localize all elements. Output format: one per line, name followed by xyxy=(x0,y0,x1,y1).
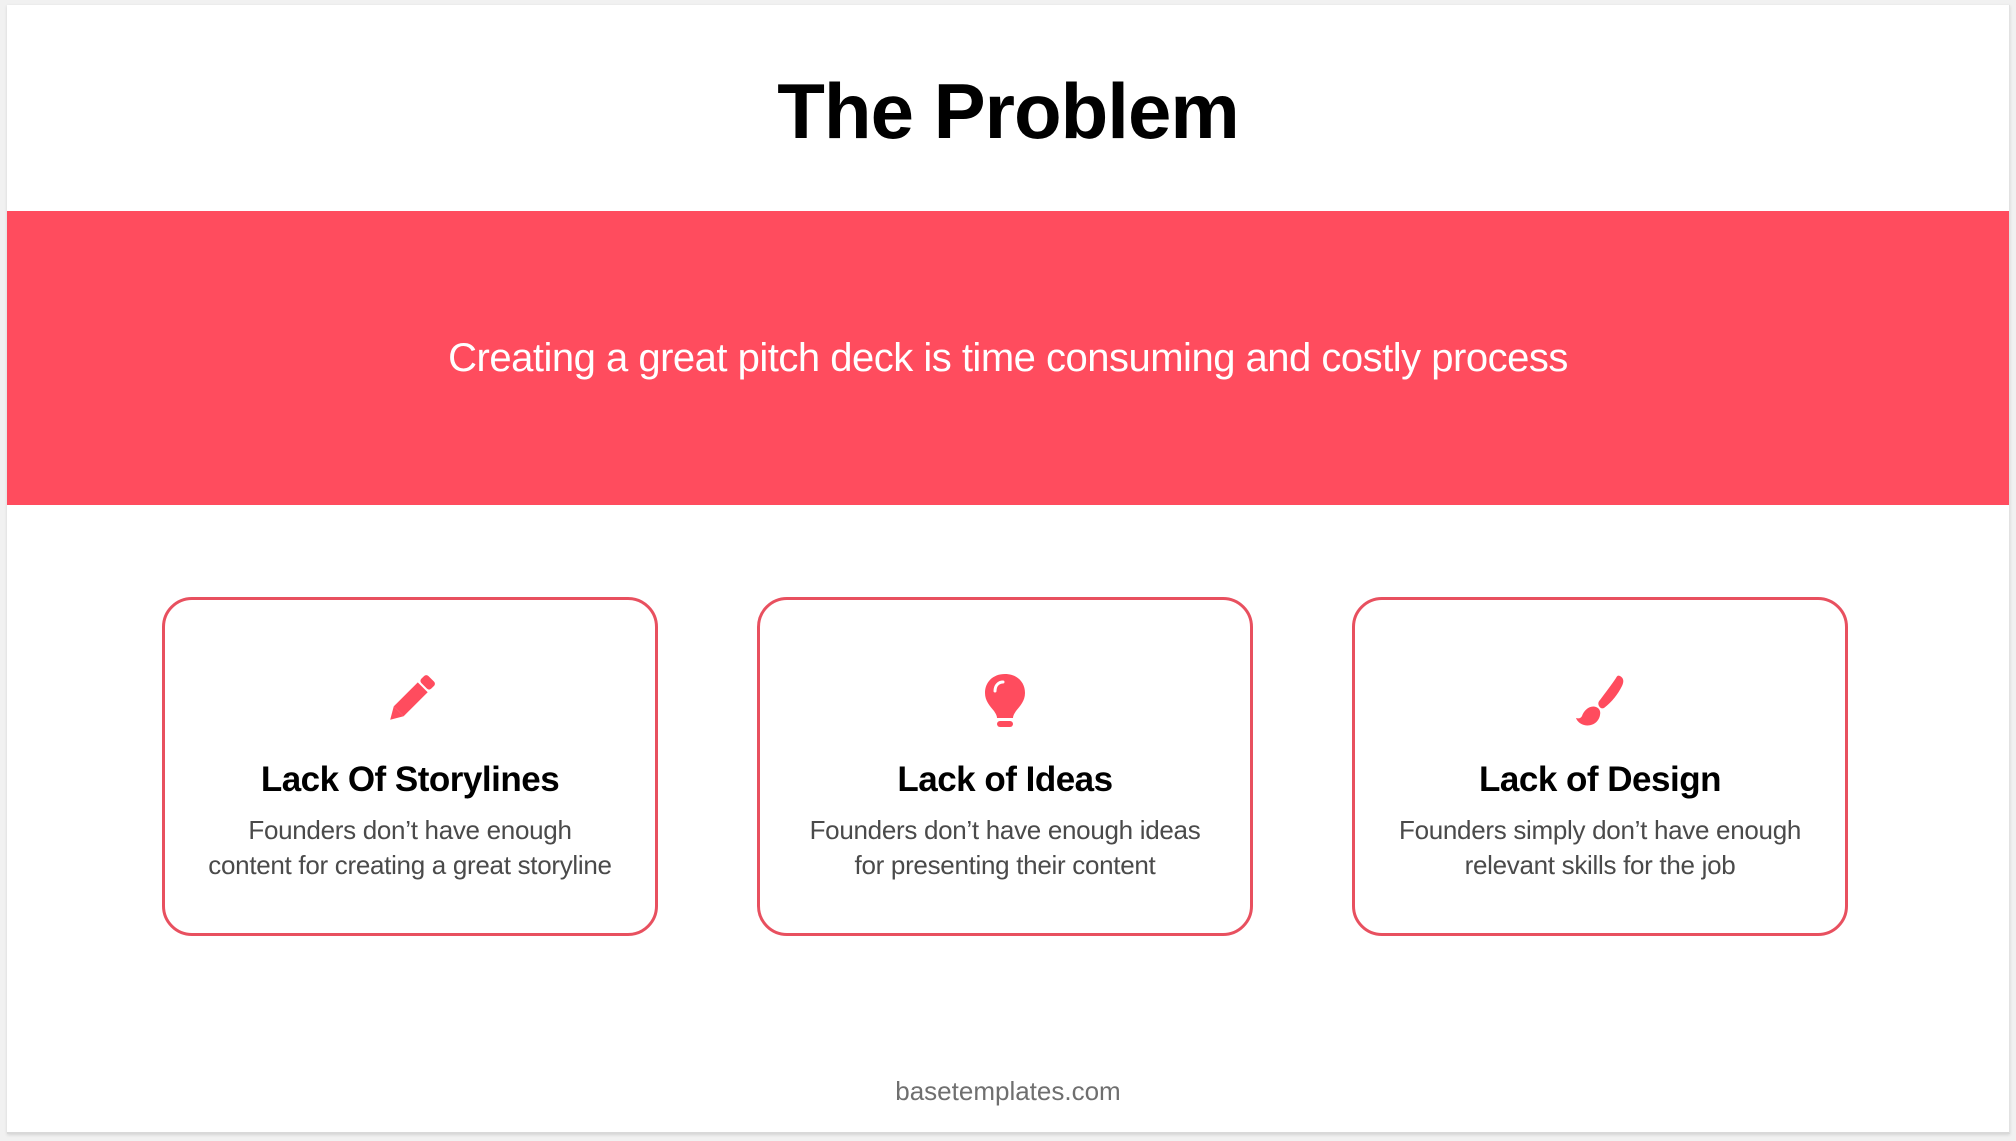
card-description: Founders simply don’t have enough releva… xyxy=(1375,813,1825,883)
footer-website: basetemplates.com xyxy=(895,1076,1121,1106)
card-lack-of-design: Lack of Design Founders simply don’t hav… xyxy=(1352,597,1848,936)
card-description: Founders don’t have enough content for c… xyxy=(185,813,635,883)
card-description-line: content for creating a great storyline xyxy=(208,850,612,880)
card-description-line: Founders simply don’t have enough xyxy=(1398,815,1802,845)
paintbrush-icon xyxy=(1570,670,1630,730)
card-title: Lack Of Storylines xyxy=(260,760,560,799)
card-description-line: Founders don’t have enough xyxy=(248,815,572,845)
banner-text: Creating a great pitch deck is time cons… xyxy=(448,336,1568,380)
card-description-line: Founders don’t have enough ideas xyxy=(809,815,1201,845)
pencil-icon xyxy=(380,670,440,730)
lightbulb-icon xyxy=(975,670,1035,730)
card-description-line: relevant skills for the job xyxy=(1464,850,1736,880)
card-title: Lack of Ideas xyxy=(897,760,1113,799)
card-description-line: for presenting their content xyxy=(854,850,1156,880)
card-description: Founders don’t have enough ideas for pre… xyxy=(780,813,1230,883)
banner: Creating a great pitch deck is time cons… xyxy=(7,211,2009,505)
card-lack-of-storylines: Lack Of Storylines Founders don’t have e… xyxy=(162,597,658,936)
card-title: Lack of Design xyxy=(1479,760,1721,799)
slide-title: The Problem xyxy=(777,67,1239,155)
card-lack-of-ideas: Lack of Ideas Founders don’t have enough… xyxy=(757,597,1253,936)
slide: The Problem Creating a great pitch deck … xyxy=(7,5,2010,1134)
